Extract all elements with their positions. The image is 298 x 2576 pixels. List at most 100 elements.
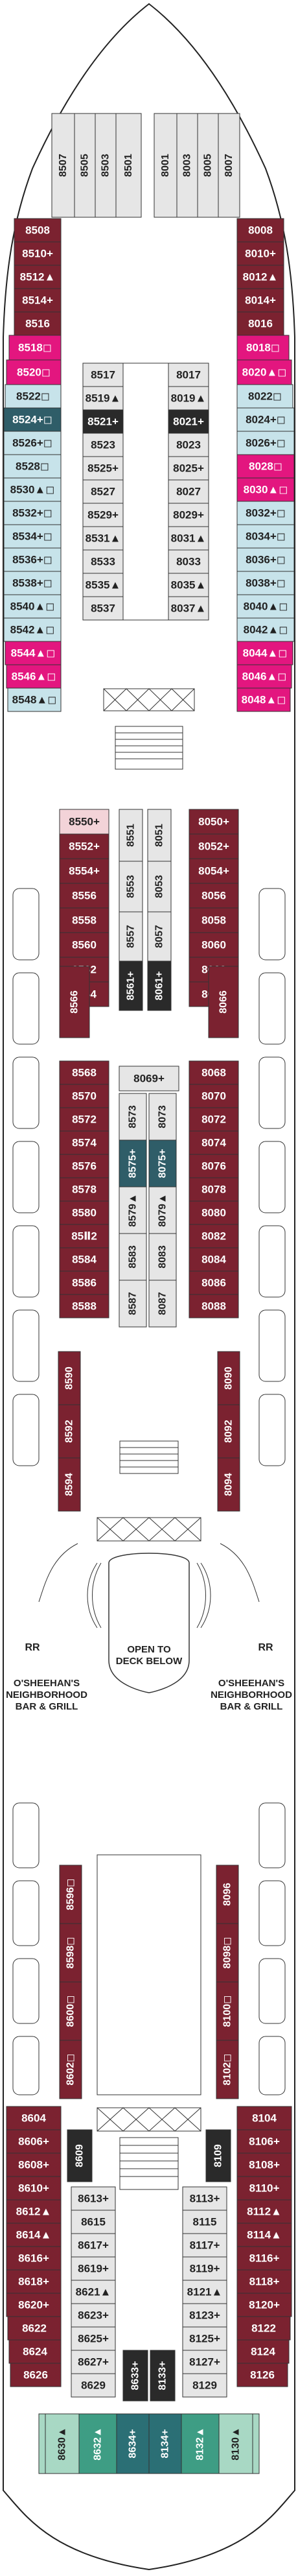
cabin-c-8078[interactable]: 8078 <box>189 1177 239 1202</box>
cabin-c-8573[interactable]: 8573 <box>119 1093 147 1141</box>
cabin-c-8048[interactable]: 8048▲◻ <box>236 687 291 712</box>
cabin-c-8570[interactable]: 8570 <box>59 1084 109 1108</box>
cabin-c-8016[interactable]: 8016 <box>236 311 284 336</box>
cabin-c-8051[interactable]: 8051 <box>147 809 172 862</box>
cabin-c-8612[interactable]: 8612▲ <box>6 2199 62 2224</box>
cabin-c-8609[interactable]: 8609 <box>67 2129 93 2182</box>
cabin-c-8087[interactable]: 8087 <box>148 1280 177 1328</box>
cabin-c-8586[interactable]: 8586 <box>59 1270 109 1295</box>
cabin-c-8526[interactable]: 8526+◻ <box>3 431 62 455</box>
cabin-c-8022[interactable]: 8022◻ <box>236 384 293 409</box>
cabin-c-8521[interactable]: 8521+ <box>82 409 124 434</box>
cabin-c-8021[interactable]: 8021+ <box>168 409 209 434</box>
cabin-c-8550[interactable]: 8550+ <box>59 809 109 835</box>
cabin-c-8574[interactable]: 8574 <box>59 1130 109 1155</box>
cabin-c-8113[interactable]: 8113+ <box>182 2186 227 2211</box>
cabin-c-8575[interactable]: 8575+ <box>119 1139 147 1187</box>
cabin-c-8132[interactable]: 8132▲ <box>181 2413 220 2474</box>
cabin-c-8046[interactable]: 8046▲◻ <box>236 664 292 689</box>
cabin-c-8032[interactable]: 8032+◻ <box>236 501 295 525</box>
cabin-c-8123[interactable]: 8123+ <box>182 2303 227 2328</box>
cabin-c-8602[interactable]: 8602◻ <box>59 2040 82 2099</box>
cabin-c-8627[interactable]: 8627+ <box>71 2350 116 2374</box>
cabin-c-8629[interactable]: 8629 <box>71 2373 116 2398</box>
cabin-c-8529[interactable]: 8529+ <box>82 503 124 527</box>
cabin-c-8535[interactable]: 8535▲ <box>82 573 124 597</box>
cabin-c-8501[interactable]: 8501 <box>115 113 142 218</box>
cabin-c-8622[interactable]: 8622 <box>7 2316 62 2341</box>
cabin-c-8109[interactable]: 8109 <box>205 2129 231 2182</box>
cabin-c-8561[interactable]: 8561+ <box>119 960 143 1011</box>
cabin-c-8554[interactable]: 8554+ <box>59 858 109 884</box>
cabin-c-8528[interactable]: 8528◻ <box>3 454 62 479</box>
cabin-c-8514[interactable]: 8514+ <box>14 288 62 313</box>
cabin-c-8092[interactable]: 8092 <box>217 1404 240 1459</box>
cabin-c-8532[interactable]: 8532+◻ <box>3 501 62 525</box>
cabin-c-8508[interactable]: 8508 <box>14 218 62 243</box>
cabin-c-8507[interactable]: 8507 <box>51 113 75 218</box>
cabin-c-8537[interactable]: 8537 <box>82 596 124 621</box>
cabin-c-8120[interactable]: 8120+ <box>236 2293 292 2317</box>
cabin-c-8028[interactable]: 8028◻ <box>236 454 295 479</box>
cabin-c-8527[interactable]: 8527 <box>82 479 124 504</box>
cabin-c-8560[interactable]: 8560 <box>59 932 109 958</box>
cabin-c-8619[interactable]: 8619+ <box>71 2256 116 2281</box>
cabin-c-8126[interactable]: 8126 <box>236 2363 288 2387</box>
cabin-c-8133[interactable]: 8133+ <box>150 2350 176 2402</box>
cabin-c-8626[interactable]: 8626 <box>10 2363 62 2387</box>
cabin-c-8119[interactable]: 8119+ <box>182 2256 227 2281</box>
cabin-c-8090[interactable]: 8090 <box>217 1351 240 1405</box>
cabin-c-8592[interactable]: 8592 <box>58 1404 81 1459</box>
cabin-c-8129[interactable]: 8129 <box>182 2373 227 2398</box>
cabin-c-8117[interactable]: 8117+ <box>182 2233 227 2258</box>
cabin-c-8587[interactable]: 8587 <box>119 1280 147 1328</box>
cabin-c-8580[interactable]: 8580 <box>59 1200 109 1225</box>
cabin-c-8552[interactable]: 8552+ <box>59 833 109 859</box>
cabin-c-8069[interactable]: 8069+ <box>119 1066 179 1091</box>
cabin-c-8516[interactable]: 8516 <box>14 311 62 336</box>
cabin-c-8530[interactable]: 8530▲◻ <box>3 477 62 502</box>
cabin-c-8588[interactable]: 8588 <box>59 1294 109 1318</box>
cabin-c-8594[interactable]: 8594 <box>58 1457 81 1512</box>
cabin-c-8522[interactable]: 8522◻ <box>5 384 62 409</box>
cabin-c-8566[interactable]: 8566 <box>59 966 90 1038</box>
cabin-c-8512[interactable]: 8512▲ <box>14 265 62 289</box>
cabin-c-8007[interactable]: 8007 <box>218 113 240 218</box>
cabin-c-8524[interactable]: 8524+◻ <box>3 407 62 432</box>
cabin-c-8053[interactable]: 8053 <box>147 861 172 912</box>
cabin-c-8034[interactable]: 8034+◻ <box>236 524 295 549</box>
cabin-c-8518[interactable]: 8518◻ <box>8 335 62 361</box>
cabin-c-8503[interactable]: 8503 <box>95 113 117 218</box>
cabin-c-8010[interactable]: 8010+ <box>236 241 284 266</box>
cabin-c-8620[interactable]: 8620+ <box>6 2293 62 2317</box>
cabin-c-8003[interactable]: 8003 <box>176 113 198 218</box>
cabin-c-8037[interactable]: 8037▲ <box>168 596 209 621</box>
cabin-c-8540[interactable]: 8540▲◻ <box>3 594 62 619</box>
cabin-c-8075[interactable]: 8075+ <box>148 1139 177 1187</box>
cabin-c-8606[interactable]: 8606+ <box>6 2129 62 2154</box>
cabin-c-8005[interactable]: 8005 <box>197 113 219 218</box>
cabin-c-8598[interactable]: 8598◻ <box>59 1923 82 1983</box>
cabin-c-8106[interactable]: 8106+ <box>236 2129 292 2154</box>
cabin-c-8072[interactable]: 8072 <box>189 1107 239 1132</box>
cabin-c-8073[interactable]: 8073 <box>148 1093 177 1141</box>
cabin-c-8624[interactable]: 8624 <box>8 2339 62 2364</box>
cabin-c-8026[interactable]: 8026+◻ <box>236 431 295 455</box>
cabin-c-8613[interactable]: 8613+ <box>71 2186 116 2211</box>
cabin-c-8544[interactable]: 8544▲◻ <box>5 641 62 665</box>
cabin-c-8030[interactable]: 8030▲◻ <box>236 477 295 502</box>
cabin-c-8124[interactable]: 8124 <box>236 2339 290 2364</box>
cabin-c-8114[interactable]: 8114▲ <box>236 2223 292 2247</box>
cabin-c-8583[interactable]: 8583 <box>119 1233 147 1281</box>
cabin-c-8050[interactable]: 8050+ <box>189 809 239 835</box>
cabin-c-8634[interactable]: 8634+ <box>116 2413 150 2474</box>
cabin-c-8548[interactable]: 8548▲◻ <box>7 687 62 712</box>
cabin-c-8027[interactable]: 8027 <box>168 479 209 504</box>
cabin-c-8614[interactable]: 8614▲ <box>6 2223 62 2247</box>
cabin-c-8505[interactable]: 8505 <box>74 113 96 218</box>
cabin-c-8102[interactable]: 8102◻ <box>216 2040 239 2099</box>
cabin-c-8621[interactable]: 8621▲ <box>71 2280 116 2304</box>
cabin-c-8623[interactable]: 8623+ <box>71 2303 116 2328</box>
cabin-c-8020[interactable]: 8020▲◻ <box>236 359 292 385</box>
cabin-c-8608[interactable]: 8608+ <box>6 2153 62 2177</box>
